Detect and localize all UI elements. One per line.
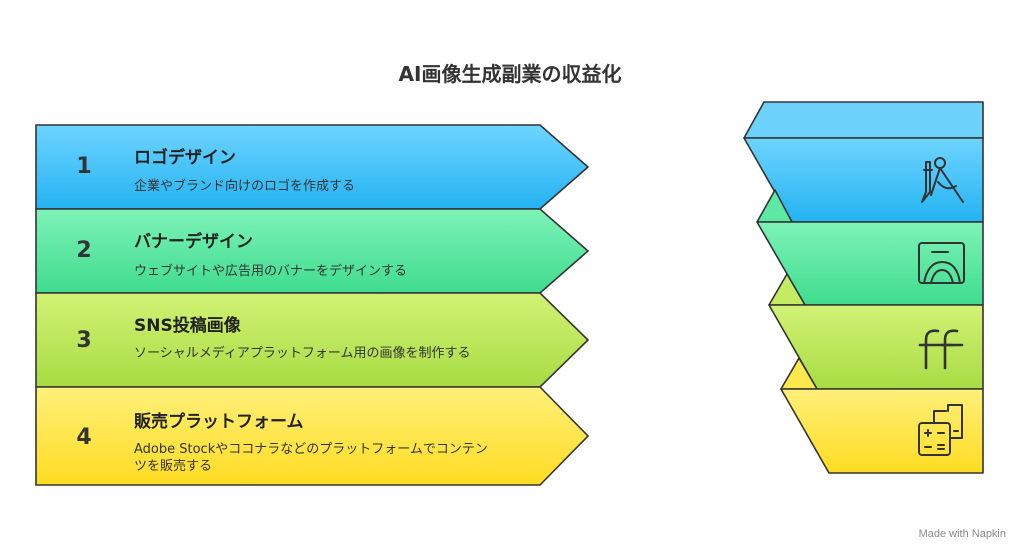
band-2: [35, 208, 590, 294]
watermark-text: Made with Napkin: [918, 528, 1006, 540]
image-frame-icon: [918, 242, 965, 284]
item-number-2: 2: [76, 238, 92, 263]
ligature-ff-icon: [918, 329, 964, 370]
item-number-1: 1: [76, 154, 92, 179]
item-heading-1: ロゴデザイン: [134, 148, 236, 168]
band-3: [35, 292, 590, 388]
item-heading-2: バナーデザイン: [134, 232, 253, 252]
napkin-watermark[interactable]: Made with Napkin: [919, 528, 1006, 540]
item-heading-4: 販売プラットフォーム: [134, 412, 304, 432]
item-heading-3: SNS投稿画像: [134, 316, 241, 336]
item-description-2: ウェブサイトや広告用のバナーをデザインする: [134, 264, 408, 279]
stair-cap: [743, 101, 984, 139]
item-description-3: ソーシャルメディアプラットフォーム用の画像を制作する: [134, 346, 471, 361]
band-1: [35, 124, 590, 210]
page-title: AI画像生成副業の収益化: [398, 62, 622, 86]
item-number-4: 4: [76, 425, 92, 450]
band-4: [35, 386, 590, 486]
item-description-1: 企業やブランド向けのロゴを作成する: [134, 179, 356, 194]
item-description-4: Adobe Stockやココナラなどのプラットフォームでコンテンツを販売する: [134, 442, 488, 474]
drafting-tools-icon: [921, 157, 964, 203]
item-number-3: 3: [76, 328, 92, 353]
calculator-icon: [918, 404, 963, 456]
stair-step-4: [780, 388, 984, 474]
